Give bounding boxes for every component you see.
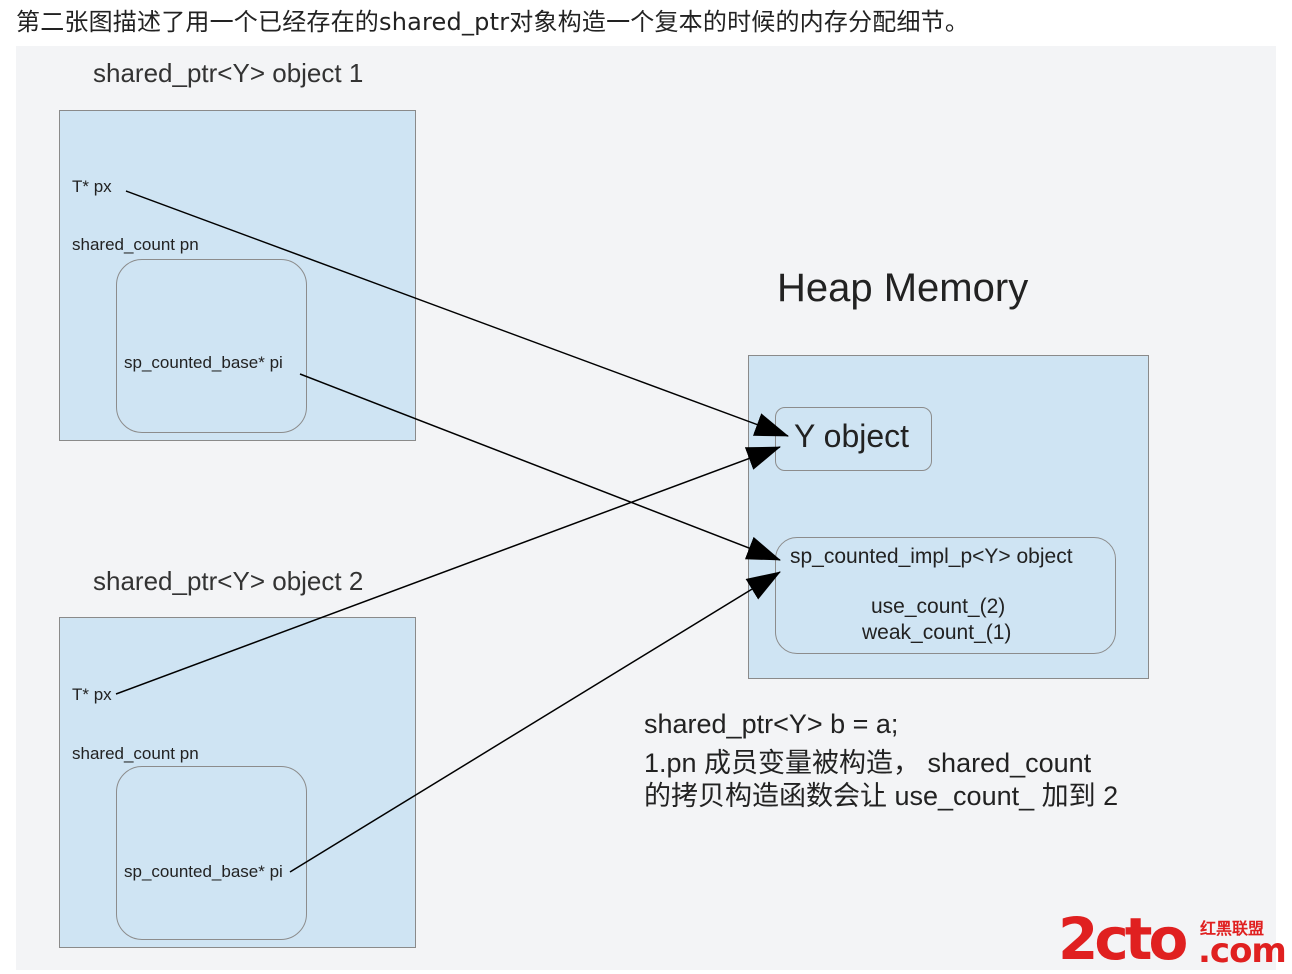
object2-shared-count-box [116,766,307,940]
object2-pn-label: shared_count pn [72,744,199,763]
y-object-label: Y object [794,418,910,454]
note-line-2: 1.pn 成员变量被构造， shared_count [644,748,1092,778]
arrow-obj1-px-to-y-object [125,190,789,437]
object1-pn-label: shared_count pn [72,235,199,254]
heap-memory-title: Heap Memory [777,266,1029,310]
watermark-main: 2cto [1058,905,1188,973]
watermark-small: 红黑联盟 [1200,919,1265,938]
use-count-label: use_count_(2) [871,595,1006,618]
counted-impl-title: sp_counted_impl_p<Y> object [790,545,1073,568]
note-line-3: 的拷贝构造函数会让 use_count_ 加到 2 [644,781,1119,811]
arrow-obj2-px-to-y-object [115,446,781,695]
note-line-1: shared_ptr<Y> b = a; [644,709,899,739]
object1-pi-label: sp_counted_base* pi [124,353,283,372]
object1-shared-count-box [116,259,307,433]
arrow-obj2-pi-to-impl [289,571,781,873]
weak-count-label: weak_count_(1) [862,621,1012,644]
object2-px-label: T* px [72,685,112,704]
arrow-obj1-pi-to-impl [299,373,781,561]
caption: 第二张图描述了用一个已经存在的shared_ptr对象构造一个复本的时候的内存分… [16,8,970,36]
watermark-domain: .com [1198,931,1287,971]
counted-impl-box [775,537,1116,654]
object2-pi-label: sp_counted_base* pi [124,862,283,881]
y-object-box [775,407,932,471]
object1-title: shared_ptr<Y> object 1 [93,58,364,88]
object1-px-label: T* px [72,177,112,196]
watermark-logo: 2cto 红黑联盟 .com [1058,905,1287,973]
object2-title: shared_ptr<Y> object 2 [93,566,364,596]
